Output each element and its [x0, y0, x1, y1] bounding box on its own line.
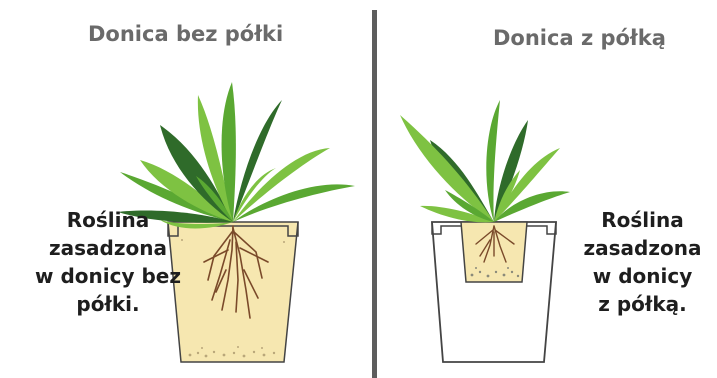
- left-caption-line: w donicy bez: [28, 262, 188, 290]
- right-caption: Roślina zasadzona w donicy z półką.: [575, 206, 710, 318]
- right-caption-line: zasadzona: [575, 234, 710, 262]
- right-plant-leaves: [400, 100, 570, 222]
- left-caption-line: zasadzona: [28, 234, 188, 262]
- left-caption-line: półki.: [28, 290, 188, 318]
- right-caption-line: z półką.: [575, 290, 710, 318]
- left-caption-line: Roślina: [28, 206, 188, 234]
- right-caption-line: w donicy: [575, 262, 710, 290]
- left-caption: Roślina zasadzona w donicy bez półki.: [28, 206, 188, 318]
- right-caption-line: Roślina: [575, 206, 710, 234]
- right-planter-illustration: [400, 100, 570, 362]
